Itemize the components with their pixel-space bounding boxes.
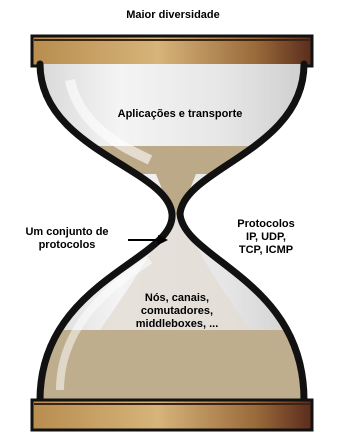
lower-sand — [40, 330, 304, 400]
glass-highlight-top — [65, 78, 153, 165]
waist-right-label: Protocolos IP, UDP, TCP, ICMP — [237, 218, 295, 256]
sand-stream-top — [156, 174, 196, 214]
glass-outline — [36, 60, 308, 404]
sand-stream-falling — [100, 214, 250, 330]
waist-arrow-head — [158, 235, 168, 245]
glass-highlight-bottom — [56, 256, 153, 391]
top-caption: Maior diversidade — [126, 9, 220, 21]
sand-group — [40, 78, 304, 400]
waist-left-label: Um conjunto de protocolos — [25, 226, 109, 251]
lower-bulb-label: Nós, canais, comutadores, middleboxes, .… — [135, 292, 219, 330]
upper-sand — [40, 146, 304, 174]
upper-bulb-label: Aplicações e transporte — [117, 108, 243, 120]
